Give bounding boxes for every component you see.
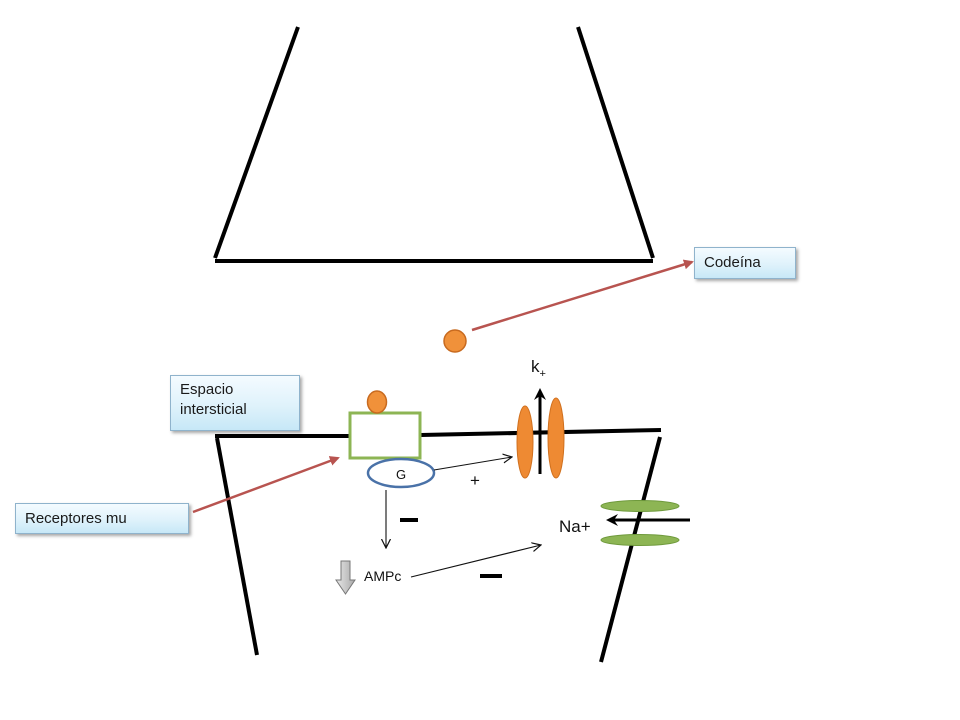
callout-receptores-mu: Receptores mu [15, 503, 189, 534]
ampc-to-na-channel-arrow [410, 545, 541, 578]
codeine-molecule-free [443, 329, 467, 353]
activation-plus-sign: + [470, 471, 480, 490]
g-protein [366, 457, 436, 489]
presynaptic-left-wall [213, 26, 300, 259]
callout-espacio-line1: Espacio [180, 381, 234, 398]
callout-receptores-text: Receptores mu [25, 510, 127, 527]
na-channel-top-subunit [600, 500, 680, 512]
callout-espacio-intersticial: Espacio intersticial [170, 375, 300, 431]
inhibition-minus-sign-2 [480, 574, 502, 578]
k-ion-label: k+ [531, 357, 546, 380]
inhibition-minus-sign-1 [400, 518, 418, 522]
postsynaptic-cell [215, 428, 662, 663]
codeina-callout-arrow [471, 259, 694, 332]
na-channel-bottom-subunit [600, 534, 680, 546]
na-ion-label: Na+ [559, 517, 591, 536]
decrease-down-arrow-icon [335, 560, 356, 595]
g-protein-label: G [396, 467, 406, 482]
callout-codeina: Codeína [694, 247, 796, 279]
presynaptic-right-wall [576, 26, 655, 259]
presynaptic-terminal [213, 26, 655, 263]
g-to-k-channel-arrow [433, 457, 512, 471]
k-channel-left-subunit [516, 405, 534, 479]
mu-receptor [348, 411, 422, 460]
callout-codeina-text: Codeína [704, 254, 761, 271]
postsynaptic-right-wall [599, 436, 662, 663]
k-channel-right-subunit [547, 397, 565, 479]
callout-espacio-line2: intersticial [180, 401, 247, 418]
postsynaptic-left-wall [215, 437, 259, 656]
codeine-molecule-bound [366, 390, 388, 414]
receptores-callout-arrow [192, 456, 340, 514]
ampc-label: AMPc [364, 568, 401, 584]
